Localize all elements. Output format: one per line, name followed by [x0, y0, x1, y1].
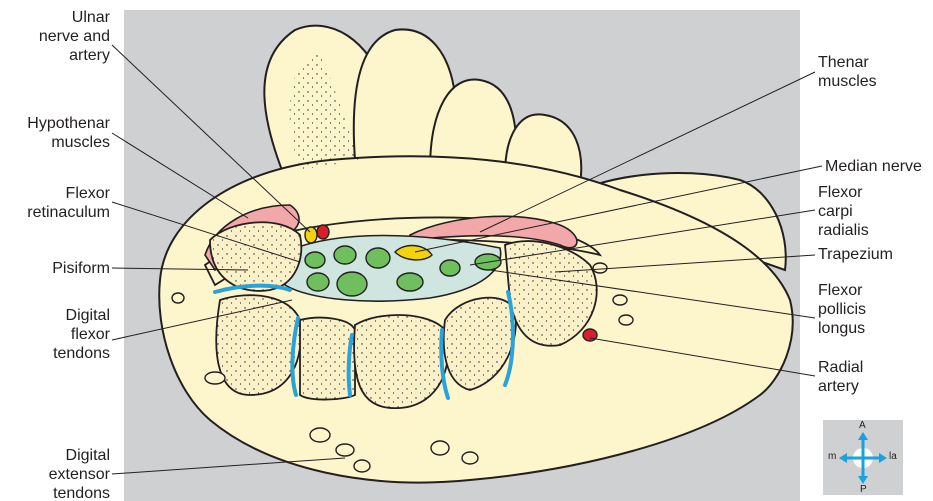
compass-lateral: la: [889, 451, 897, 462]
label-digital-flexor-tendons: Digital flexor tendons: [2, 306, 110, 363]
compass-medial: m: [828, 451, 836, 462]
label-flexor-carpi-radialis: Flexor carpi radialis: [818, 183, 869, 240]
compass-anterior: A: [859, 420, 866, 431]
label-median-nerve: Median nerve: [825, 157, 922, 176]
label-pisiform: Pisiform: [2, 259, 110, 278]
label-thenar-muscles: Thenar muscles: [818, 53, 877, 91]
label-flexor-pollicis-longus: Flexor pollicis longus: [818, 281, 866, 338]
label-digital-extensor-tendons: Digital extensor tendons: [2, 446, 110, 501]
label-flexor-retinaculum: Flexor retinaculum: [2, 184, 110, 222]
ulnar-artery: [317, 225, 329, 239]
compass-posterior: P: [860, 484, 867, 495]
label-ulnar-nerve-artery: Ulnar nerve and artery: [20, 8, 110, 65]
label-hypothenar-muscles: Hypothenar muscles: [2, 114, 110, 152]
label-trapezium: Trapezium: [818, 245, 893, 264]
label-radial-artery: Radial artery: [818, 358, 863, 396]
